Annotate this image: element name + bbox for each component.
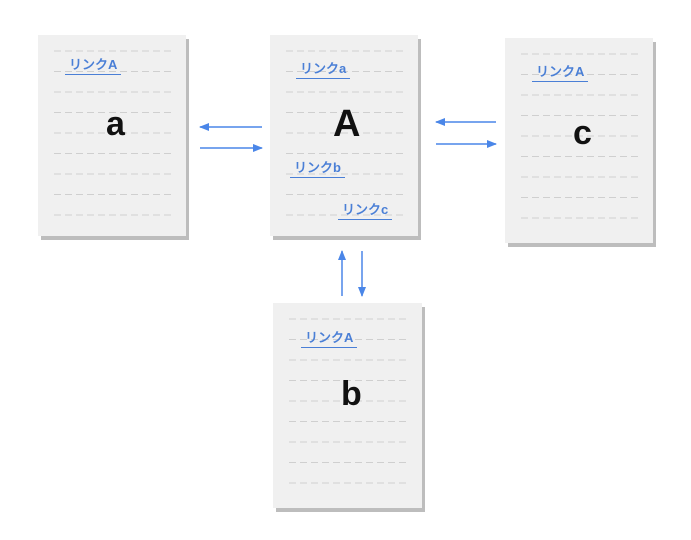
page-title-b: b <box>341 375 362 413</box>
page-title-c: c <box>573 114 592 152</box>
page-A: リンクa A リンクb リンクc <box>270 35 418 236</box>
placeholder-text-lines <box>286 50 406 216</box>
link-to-b[interactable]: リンクb <box>290 161 345 178</box>
link-to-a[interactable]: リンクa <box>296 62 351 79</box>
page-b: リンクA b <box>273 303 422 508</box>
page-title-A: A <box>333 103 361 145</box>
link-to-A[interactable]: リンクA <box>65 58 122 75</box>
placeholder-text-lines <box>289 318 410 484</box>
link-to-A[interactable]: リンクA <box>301 331 358 348</box>
page-a: リンクA a <box>38 35 186 236</box>
placeholder-text-lines <box>521 53 641 219</box>
link-to-c[interactable]: リンクc <box>338 203 393 220</box>
placeholder-text-lines <box>54 50 174 216</box>
page-title-a: a <box>106 105 125 143</box>
link-to-A[interactable]: リンクA <box>532 65 589 82</box>
page-c: リンクA c <box>505 38 653 243</box>
